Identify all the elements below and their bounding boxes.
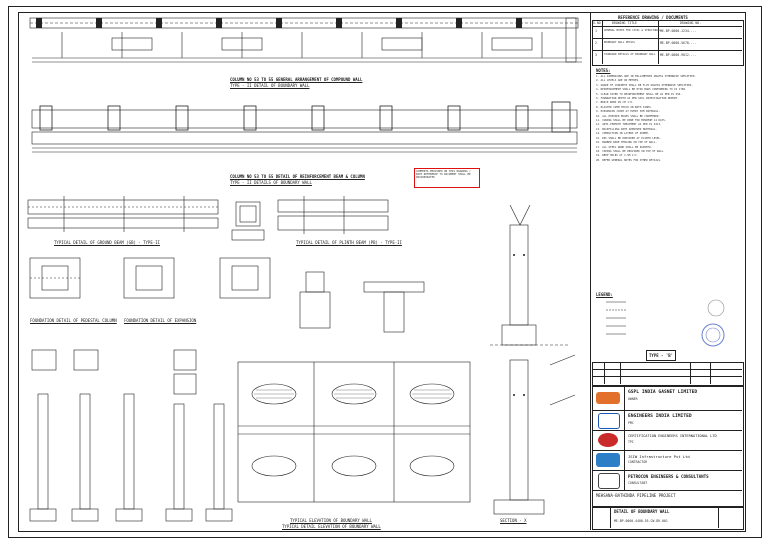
- ref-row-1-sno: 1: [595, 29, 597, 33]
- ground-beam-detail: [27, 196, 219, 232]
- title-block: [592, 506, 744, 530]
- legend-symbols: [606, 301, 626, 335]
- drawing-number: ME-BP-0000-4400-55-CW-DR-001: [614, 519, 668, 523]
- note-line: 8. PLASTER 12MM THICK ON BOTH SIDES.: [596, 105, 653, 109]
- note-line: 3. GRADE OF CONCRETE SHALL BE M-25 UNLES…: [596, 83, 693, 87]
- company-role: OWNER: [628, 397, 638, 401]
- note-line: 17. ALL STEEL WORK SHALL BE PAINTED.: [596, 145, 653, 149]
- gspl-logo-icon: [596, 392, 620, 404]
- company-role: CONTRACTOR: [628, 460, 648, 464]
- company-name: PETROCON ENGINEERS & CONSULTANTS: [628, 474, 709, 479]
- note-line: 6. FOUNDATION DEPTH AS PER SOIL INVESTIG…: [596, 97, 679, 101]
- ref-row-3-title: STANDARD DETAILS OF BOUNDARY WALL: [604, 53, 656, 56]
- stamp-icon: [707, 299, 725, 317]
- elevation-title-2: TYPICAL DETAIL ELEVATION OF BOUNDARY WAL…: [282, 524, 381, 529]
- note-line: 4. REINFORCEMENT SHALL BE HYSD BARS CONF…: [596, 88, 687, 92]
- ceil-logo-icon: [598, 433, 618, 447]
- note-line: 18. COPING SHALL BE PROVIDED ON TOP OF W…: [596, 149, 665, 153]
- note-line: 5. CLEAR COVER TO REINFORCEMENT SHALL BE…: [596, 92, 682, 96]
- ref-row-3-no: ME-BP-0000-9012-...: [660, 53, 697, 57]
- plan-2-title: COLUMN NO 53 TO 55 DETAIL OF REINFORCEME…: [230, 174, 365, 179]
- elevation-title: TYPICAL ELEVATION OF BOUNDARY WALL: [290, 518, 372, 523]
- comment-text: COMMENTS PROVIDED ON THIS DRAWING / WITH…: [416, 170, 471, 180]
- drawing-title: DETAIL OF BOUNDARY WALL: [614, 509, 670, 514]
- jsiw-logo-icon: [596, 453, 620, 467]
- plan-1-subtitle: TYPE - II DETAIL OF BOUNDARY WALL: [230, 83, 310, 88]
- notes-title: NOTES:: [596, 68, 611, 73]
- reference-table-title: REFERENCE DRAWING / DOCUMENTS: [618, 15, 688, 20]
- plan-2-subtitle: TYPE - II DETAILS OF BOUNDARY WALL: [230, 180, 312, 185]
- eil-logo-icon: [598, 413, 620, 429]
- section-x-drawing: [490, 204, 576, 515]
- ref-row-1-title: GENERAL NOTES FOR CIVIL & STRUCTURAL: [604, 29, 661, 32]
- comment-box: COMMENTS PROVIDED ON THIS DRAWING / WITH…: [414, 168, 480, 188]
- wall-elevation: [237, 361, 471, 503]
- plan-1-title: COLUMN NO 53 TO 55 GENERAL ARRANGEMENT O…: [230, 77, 363, 82]
- detail-b-title: TYPICAL DETAIL OF PLINTH BEAM (PB) - TYP…: [296, 240, 402, 245]
- company-role: CONSULTANT: [628, 481, 648, 485]
- inner-frame: [18, 12, 746, 532]
- ref-row-3-sno: 3: [595, 53, 597, 57]
- detail-a-title: TYPICAL DETAIL OF GROUND BEAM (GB) - TYP…: [54, 240, 160, 245]
- note-line: 7. BRICK WORK IN CM 1:6.: [596, 101, 634, 105]
- foundation-a-title: FOUNDATION DETAIL OF PEDESTAL COLUMN: [30, 318, 117, 323]
- column-elevations: [29, 349, 233, 522]
- company-role: TPI: [628, 440, 634, 444]
- note-line: 2. ALL LEVELS ARE IN METRES.: [596, 79, 640, 83]
- company-name: JSIW Infrastructure Pvt Ltd: [628, 454, 690, 459]
- ref-header-title: DRAWING TITLE: [612, 21, 637, 25]
- notes-list: 1. ALL DIMENSIONS ARE IN MILLIMETRES UNL…: [596, 75, 742, 163]
- column-section-small: [231, 201, 265, 241]
- project-name: MEHSANA-BATHINDA PIPELINE PROJECT: [596, 493, 676, 498]
- company-name: ENGINEERS INDIA LIMITED: [628, 414, 692, 419]
- note-line: 10. ALL EXPOSED EDGES SHALL BE CHAMFERED…: [596, 114, 661, 118]
- ref-row-2-title: BOUNDARY WALL DETAIL: [604, 41, 636, 44]
- plan-1-drawing: [29, 17, 582, 63]
- note-line: 9. EXPANSION JOINT AT EVERY 30M INTERVAL…: [596, 110, 661, 114]
- plinth-beam-detail: [277, 196, 389, 234]
- ref-row-1-no: ME-BP-0000-1234-...: [660, 29, 697, 33]
- revision-table: [592, 362, 744, 386]
- note-line: 11. CURING SHALL BE DONE FOR MINIMUM 14 …: [596, 119, 667, 123]
- ref-header-no: DRAWING NO.: [680, 21, 702, 25]
- petrocon-logo-icon: [598, 473, 620, 489]
- reference-table: [592, 20, 744, 66]
- note-line: 20. REFER GENERAL NOTES FOR OTHER DETAIL…: [596, 158, 662, 162]
- note-line: 13. BACKFILLING WITH APPROVED MATERIAL.: [596, 127, 657, 131]
- note-line: 15. DPC SHALL BE PROVIDED AT PLINTH LEVE…: [596, 136, 662, 140]
- outer-frame: [8, 6, 762, 538]
- approval-stamp-icon: [701, 323, 725, 347]
- foundation-b-title: FOUNDATION DETAIL OF EXPANSION: [124, 318, 197, 323]
- foundation-drawings: [29, 257, 425, 333]
- note-line: 19. WEEP HOLES AT 1.5M C/C.: [596, 154, 639, 158]
- company-name: CERTIFICATION ENGINEERS INTERNATIONAL LT…: [628, 434, 717, 438]
- ref-row-2-sno: 2: [595, 41, 597, 45]
- note-line: 16. BARBED WIRE FENCING ON TOP OF WALL.: [596, 141, 657, 145]
- ref-header-sno: S.NO: [593, 21, 601, 25]
- ref-row-2-no: ME-BP-0000-5678-...: [660, 41, 697, 45]
- type-tag-label: TYPE - 'B': [649, 353, 674, 358]
- legend-title: LEGEND:: [596, 292, 613, 297]
- section-x-title: SECTION - X: [500, 518, 527, 523]
- note-line: 14. COMPACTION IN LAYERS OF 200MM.: [596, 132, 650, 136]
- plan-2-drawing: [31, 101, 578, 153]
- note-line: 1. ALL DIMENSIONS ARE IN MILLIMETRES UNL…: [596, 75, 696, 78]
- company-name: GSPL INDIA GASNET LIMITED: [628, 390, 698, 395]
- company-role: PMC: [628, 421, 634, 425]
- type-tag: TYPE - 'B': [646, 350, 676, 361]
- company-block: [592, 386, 744, 508]
- note-line: 12. ANTI-TERMITE TREATMENT AS PER IS 631…: [596, 123, 662, 127]
